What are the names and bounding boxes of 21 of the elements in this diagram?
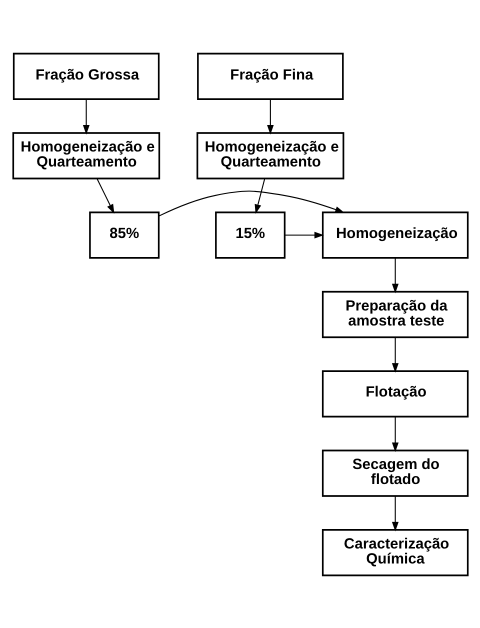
node-box: Fração Grossa [12,52,160,100]
arrow [82,98,90,134]
arrow [158,190,344,216]
node-box: 85% [88,211,160,258]
node-box: 15% [214,211,286,258]
node-box: Caracterização Química [321,528,468,576]
arrow [254,178,265,214]
node-box: Homogeneização e Quarteamento [196,132,344,179]
arrow [391,416,398,452]
arrow [391,336,398,372]
arrow [391,496,398,531]
node-box: Secagem do flotado [321,449,468,496]
node-box: Fração Fina [196,52,344,100]
arrow [96,178,114,214]
arrow [266,98,274,134]
node-box: Flotação [321,370,468,417]
node-box: Preparação da amostra teste [321,290,468,338]
node-box: Homogeneização e Quarteamento [12,132,160,179]
arrow [391,258,398,293]
node-box: Homogeneização [321,211,468,258]
arrow [284,231,324,238]
